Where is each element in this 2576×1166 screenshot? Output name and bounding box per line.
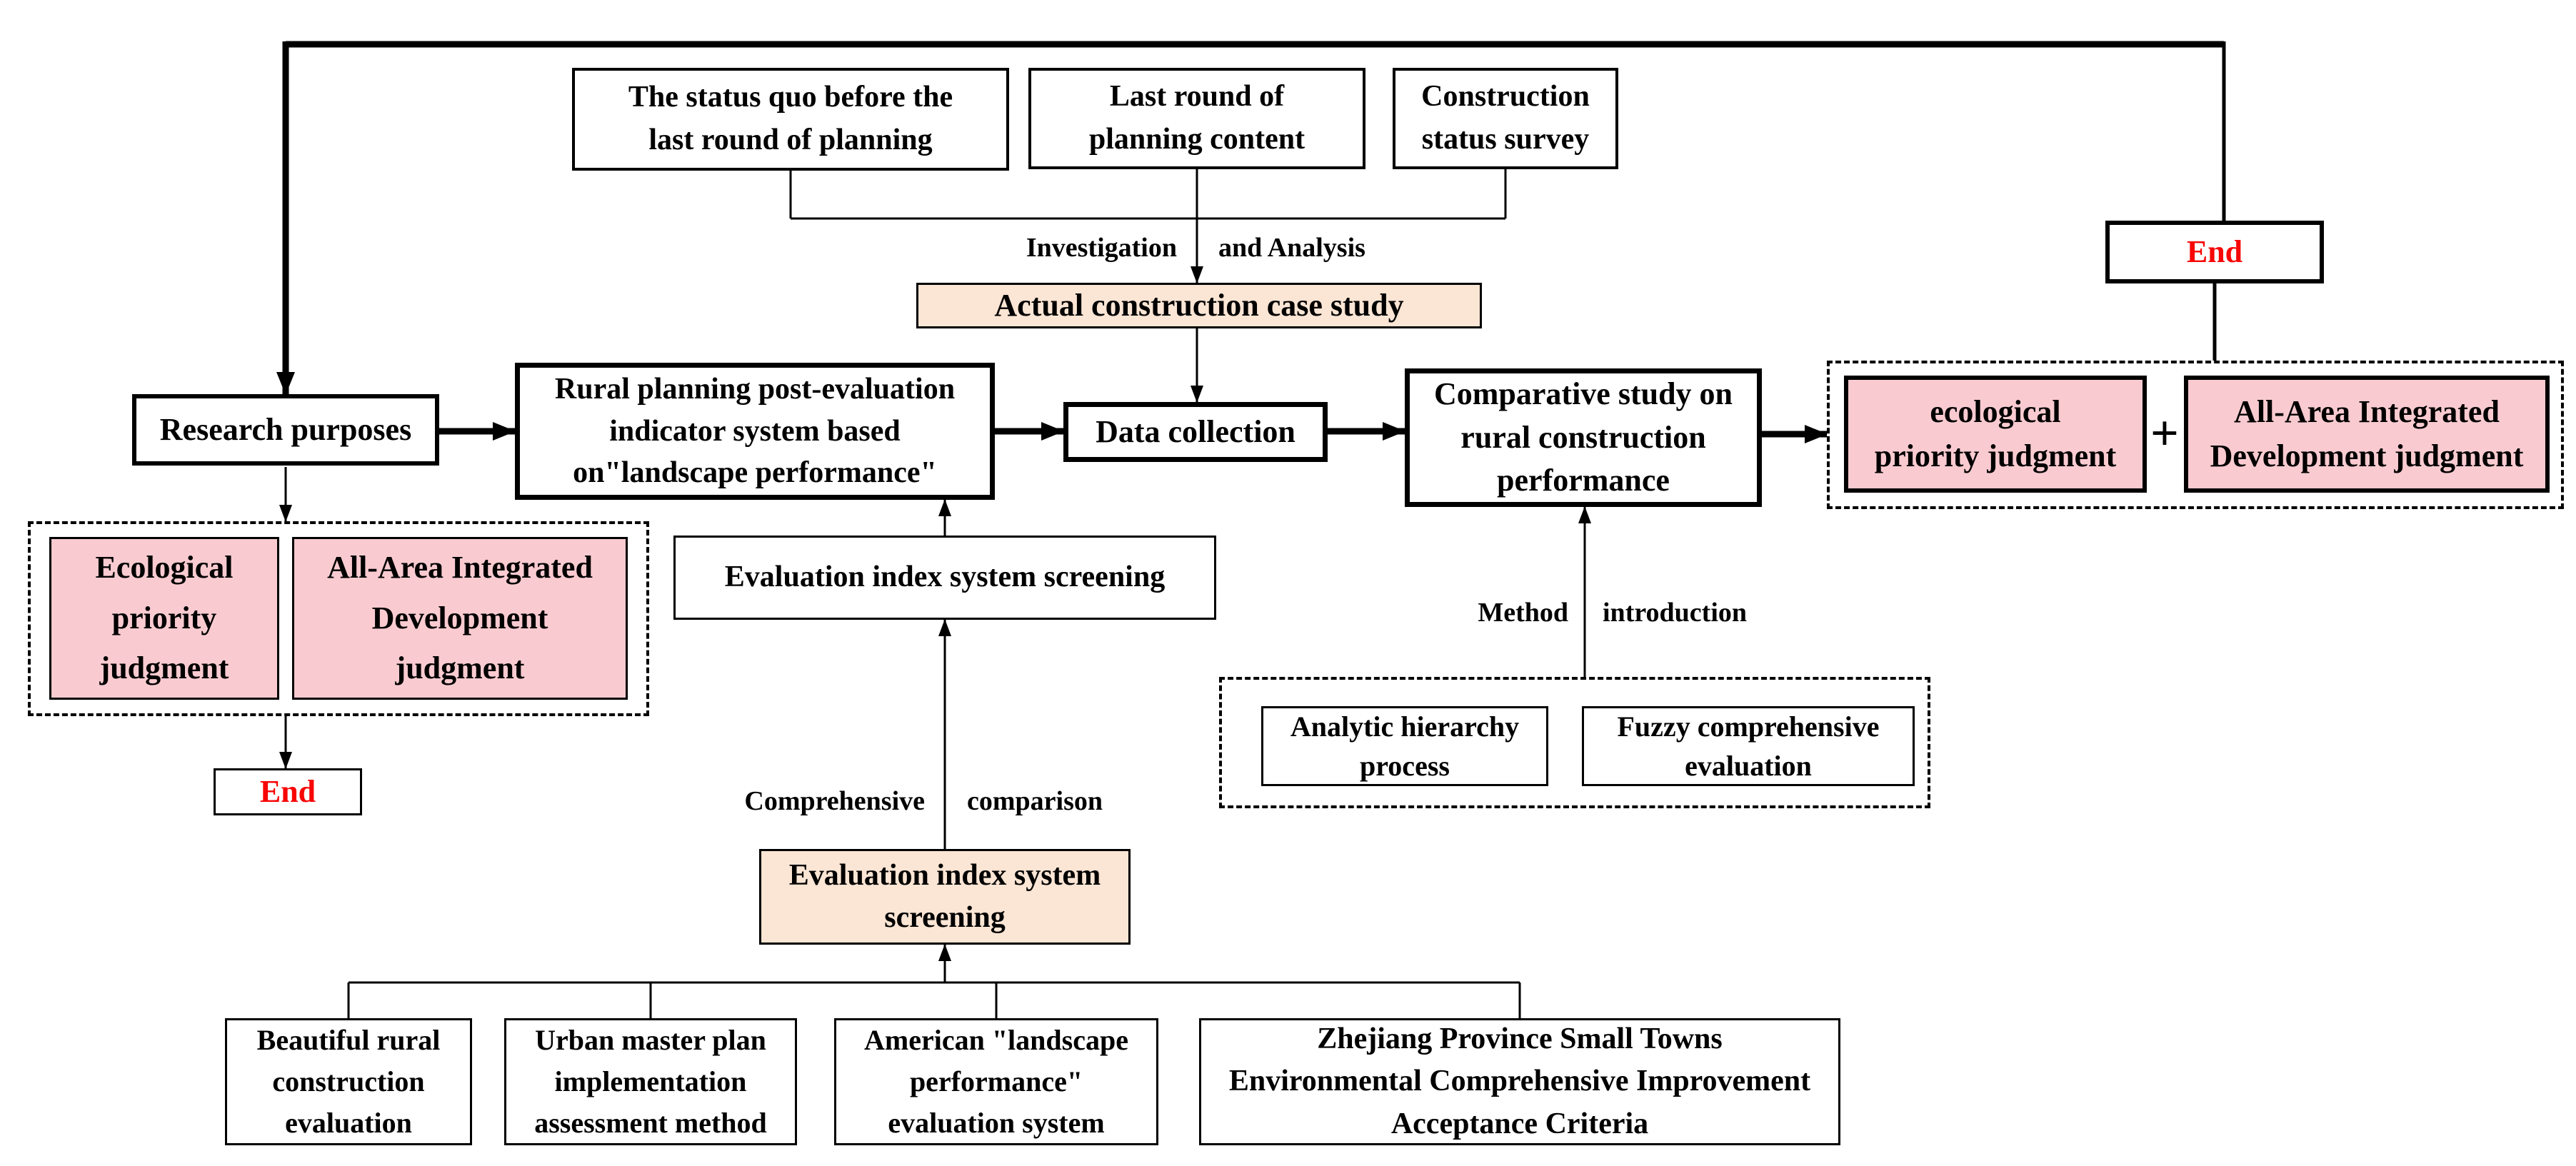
label-comparison: comparison xyxy=(967,786,1103,816)
node-rural-planning-label: Rural planning post-evaluation indicator… xyxy=(554,372,956,490)
label-comprehensive: Comprehensive xyxy=(744,786,925,816)
node-construction-survey: Construction status survey xyxy=(1393,68,1618,169)
node-analytic-hierarchy: Analytic hierarchy process xyxy=(1261,706,1548,786)
group-methods xyxy=(1219,677,1930,808)
label-investigation: Investigation xyxy=(1026,233,1177,263)
label-and-analysis: and Analysis xyxy=(1218,233,1365,263)
node-urban-master-plan-label: Urban master plan implementation assessm… xyxy=(534,1024,767,1139)
node-rural-planning: Rural planning post-evaluation indicator… xyxy=(515,363,995,500)
group-left-judgments xyxy=(28,521,649,716)
node-american-landscape-label: American "landscape performance" evaluat… xyxy=(864,1024,1128,1139)
node-eval-screening-peach: Evaluation index system screening xyxy=(759,849,1131,945)
node-last-round-label: Last round of planning content xyxy=(1088,80,1305,156)
node-end-left: End xyxy=(214,768,362,815)
node-eval-screening-white-label: Evaluation index system screening xyxy=(724,561,1166,594)
node-end-left-label: End xyxy=(259,773,316,809)
node-american-landscape: American "landscape performance" evaluat… xyxy=(834,1018,1158,1145)
node-fuzzy-comprehensive-label: Fuzzy comprehensive evaluation xyxy=(1617,710,1880,782)
node-zhejiang-criteria-label: Zhejiang Province Small Towns Environmen… xyxy=(1228,1022,1811,1140)
node-data-collection: Data collection xyxy=(1063,402,1328,462)
node-last-round: Last round of planning content xyxy=(1028,68,1365,169)
node-all-area-left: All-Area Integrated Development judgment xyxy=(292,537,628,700)
node-eco-priority-right: ecological priority judgment xyxy=(1844,376,2147,493)
node-status-quo: The status quo before the last round of … xyxy=(572,68,1009,171)
node-beautiful-rural: Beautiful rural construction evaluation xyxy=(225,1018,472,1145)
node-fuzzy-comprehensive: Fuzzy comprehensive evaluation xyxy=(1582,706,1915,786)
node-zhejiang-criteria: Zhejiang Province Small Towns Environmen… xyxy=(1199,1018,1840,1145)
label-method: Method xyxy=(1478,598,1568,628)
node-all-area-right-label: All-Area Integrated Development judgment xyxy=(2210,393,2524,473)
node-construction-survey-label: Construction status survey xyxy=(1421,80,1590,156)
node-eco-priority-left-label: Ecological priority judgment xyxy=(95,550,234,686)
node-status-quo-label: The status quo before the last round of … xyxy=(628,81,953,156)
node-actual-case-label: Actual construction case study xyxy=(994,287,1404,323)
group-right-judgments xyxy=(1827,361,2564,509)
node-data-collection-label: Data collection xyxy=(1096,413,1295,449)
node-beautiful-rural-label: Beautiful rural construction evaluation xyxy=(256,1024,441,1139)
node-research-purposes-label: Research purposes xyxy=(159,411,412,447)
node-all-area-right: All-Area Integrated Development judgment xyxy=(2184,376,2550,493)
node-urban-master-plan: Urban master plan implementation assessm… xyxy=(504,1018,797,1145)
node-comparative-study: Comparative study on rural construction … xyxy=(1405,368,1762,507)
node-analytic-hierarchy-label: Analytic hierarchy process xyxy=(1290,710,1520,782)
node-research-purposes: Research purposes xyxy=(132,394,439,466)
node-end-right-label: End xyxy=(2186,233,2243,269)
node-comparative-study-label: Comparative study on rural construction … xyxy=(1433,376,1733,498)
node-end-right: End xyxy=(2105,221,2324,283)
node-all-area-left-label: All-Area Integrated Development judgment xyxy=(327,550,593,686)
node-eco-priority-right-label: ecological priority judgment xyxy=(1874,393,2117,473)
node-eco-priority-left: Ecological priority judgment xyxy=(49,537,279,700)
plus-sign: + xyxy=(2150,406,2179,461)
node-eval-screening-peach-label: Evaluation index system screening xyxy=(788,859,1101,934)
node-actual-case: Actual construction case study xyxy=(916,283,1482,328)
label-introduction: introduction xyxy=(1603,598,1748,628)
node-eval-screening-white: Evaluation index system screening xyxy=(673,536,1216,620)
